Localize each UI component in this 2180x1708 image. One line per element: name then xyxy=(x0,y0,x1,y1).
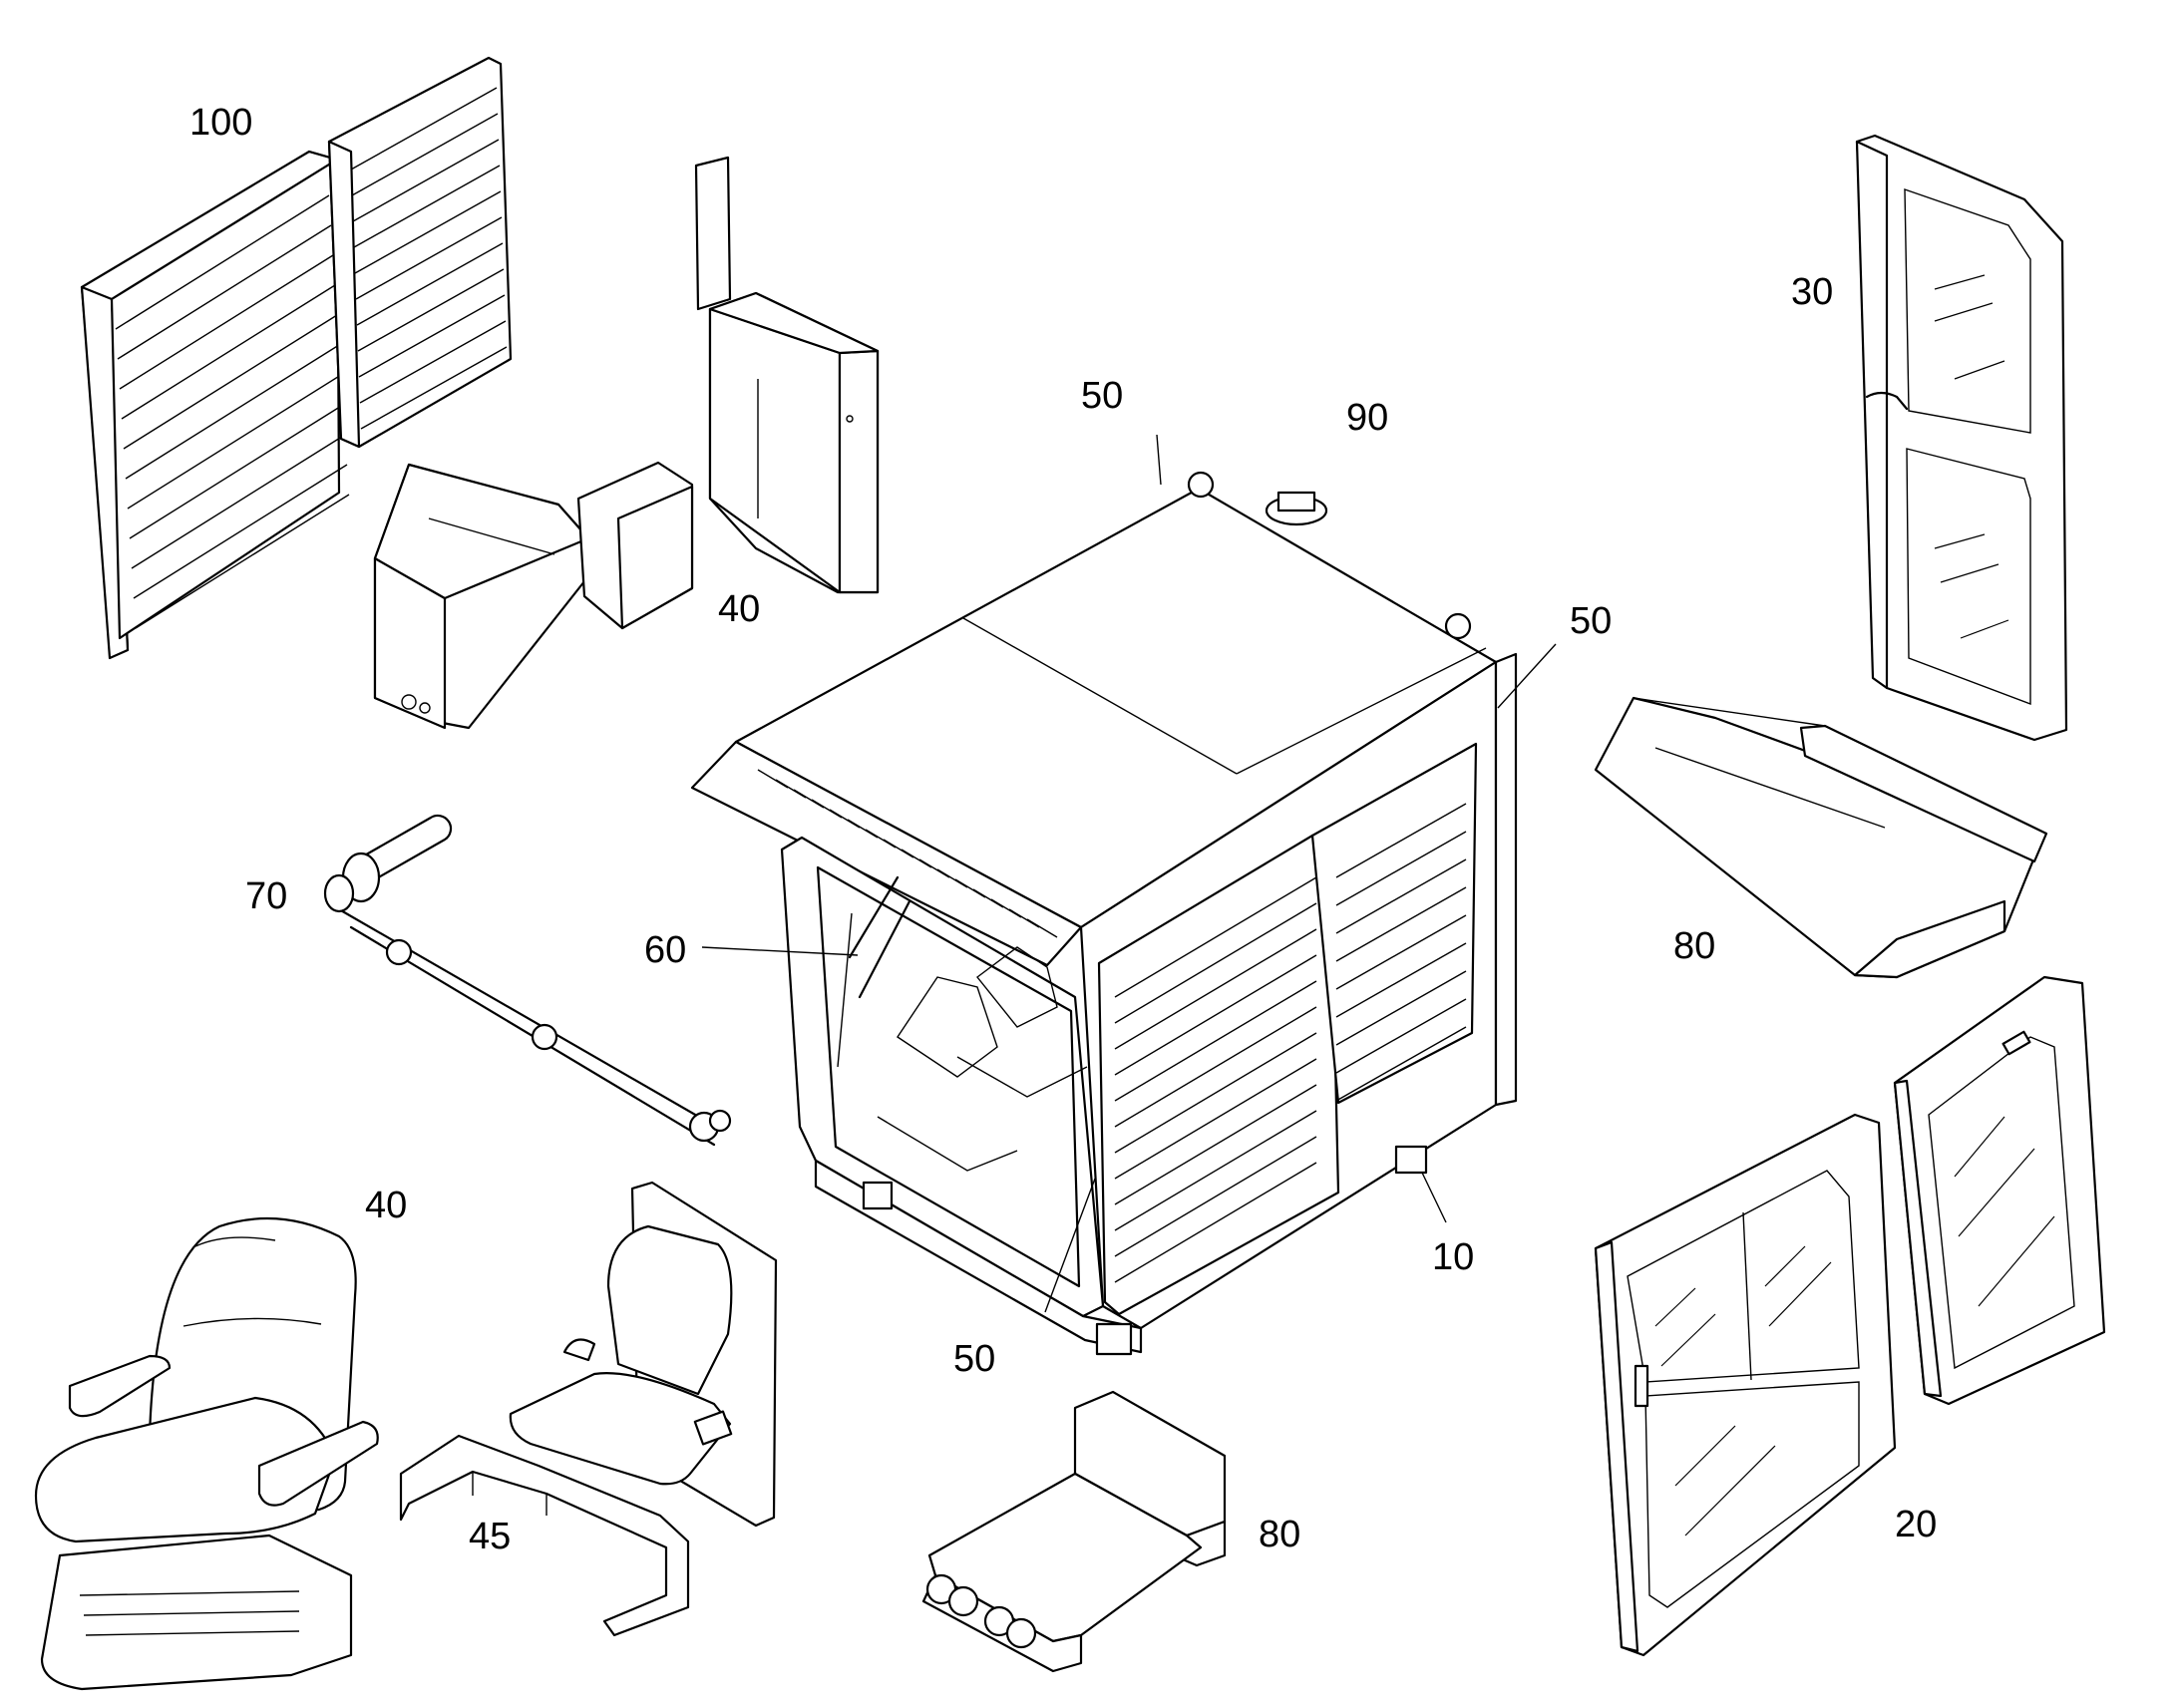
louver-slat xyxy=(354,190,502,274)
cab-louver-slat xyxy=(1114,1136,1317,1257)
electrical-cabinet xyxy=(694,156,880,594)
door-single xyxy=(1855,134,2068,742)
callout-60: 60 xyxy=(644,929,687,971)
cab-louver-slat xyxy=(1114,1058,1317,1180)
louver-slat xyxy=(350,87,498,171)
louver-slat xyxy=(119,254,334,390)
louver-slat xyxy=(352,139,500,222)
louver-slat xyxy=(359,320,507,404)
operator-seat xyxy=(34,1216,379,1691)
callout-100: 100 xyxy=(189,102,253,144)
cab-louver-slat xyxy=(1114,928,1317,1050)
door-rear xyxy=(1893,975,2106,1406)
callout-20: 20 xyxy=(1895,1504,1938,1545)
cab-louver-slat xyxy=(1335,831,1467,906)
callout-30: 30 xyxy=(1791,271,1834,313)
louver-slat xyxy=(121,284,336,420)
callout-40-seat: 40 xyxy=(365,1185,408,1226)
louver-slat xyxy=(135,494,350,629)
cab-louver-slat xyxy=(1335,970,1467,1046)
grille-panel-right xyxy=(327,56,513,449)
cab-louver-slat xyxy=(1114,902,1317,1024)
cab-louver-slat xyxy=(1335,1026,1467,1102)
louver-slat xyxy=(133,464,348,599)
grille-panel-left xyxy=(80,150,350,660)
trainer-seat xyxy=(509,1181,778,1528)
heater-box xyxy=(921,1390,1227,1673)
louver-slat xyxy=(360,346,508,430)
louver-slat xyxy=(355,216,503,300)
leader-lines xyxy=(701,434,1557,1313)
louver-slat xyxy=(129,404,344,539)
callout-40-cabinet: 40 xyxy=(718,588,761,630)
cab-louver-slat xyxy=(1335,914,1467,990)
callout-90: 90 xyxy=(1346,397,1389,439)
cab-louver-slat xyxy=(1335,942,1467,1018)
cab-body xyxy=(690,471,1518,1356)
cab-louver-slat xyxy=(1114,1084,1317,1205)
cab-louver-slat xyxy=(1114,876,1317,998)
louver-slat xyxy=(123,314,338,450)
cab-louver-slat xyxy=(1335,858,1467,934)
louver-slat xyxy=(131,434,346,569)
roof-console xyxy=(1594,696,2048,979)
louver-slat xyxy=(356,242,504,326)
visor-slat xyxy=(1026,918,1058,938)
hvac-box xyxy=(373,461,694,730)
callout-70: 70 xyxy=(245,875,288,917)
callout-10: 10 xyxy=(1432,1236,1475,1278)
cab-louver-slat xyxy=(1114,980,1317,1102)
seat-bracket xyxy=(399,1434,690,1637)
callout-50-top: 50 xyxy=(1081,375,1124,417)
louver-slat xyxy=(127,374,342,510)
cab-louver-slat xyxy=(1335,886,1467,962)
cab-louver-slat xyxy=(1114,1006,1317,1128)
callout-50-bottom: 50 xyxy=(953,1338,996,1380)
cab-louver-slat xyxy=(1114,1162,1317,1283)
callout-80-console: 80 xyxy=(1673,925,1716,967)
louver-slat xyxy=(125,344,340,480)
cab-louver-slat xyxy=(1114,954,1317,1076)
callout-80-heater: 80 xyxy=(1259,1514,1301,1555)
cab-louver-slat xyxy=(1335,998,1467,1074)
cab-louver-slat xyxy=(1335,803,1467,878)
louver-slat xyxy=(357,268,505,352)
callout-50-right: 50 xyxy=(1570,600,1613,642)
louver-slat xyxy=(115,194,330,330)
door-front xyxy=(1594,1113,1897,1657)
louver-slat xyxy=(351,113,499,196)
louver-slat xyxy=(358,294,506,378)
cab-louver-slat xyxy=(1114,1032,1317,1154)
callout-45: 45 xyxy=(469,1516,512,1557)
louver-slat xyxy=(353,165,501,248)
pipe-assembly xyxy=(323,814,732,1147)
louver-slat xyxy=(117,224,332,360)
cab-louver-slat xyxy=(1114,1110,1317,1231)
